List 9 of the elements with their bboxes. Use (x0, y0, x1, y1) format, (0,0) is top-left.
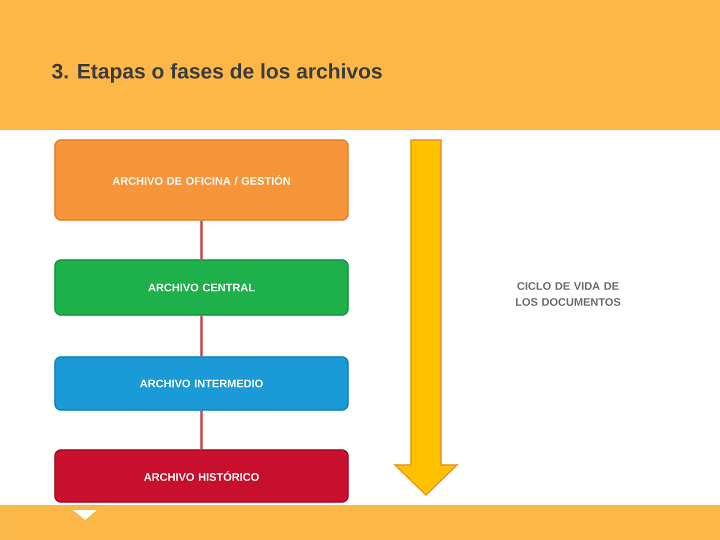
connector-line (200, 220, 203, 260)
stage-box: ARCHIVO HISTÓRICO (54, 449, 349, 503)
stage-box: ARCHIVO CENTRAL (54, 259, 349, 316)
connector-line (200, 316, 203, 356)
connector-line (200, 410, 203, 450)
stage-box: ARCHIVO INTERMEDIO (54, 356, 349, 411)
slide-title: 3. Etapas o fases de los archivos (52, 63, 382, 83)
stage-box: ARCHIVO DE OFICINA / GESTIÓN (54, 139, 349, 221)
cycle-label: CICLO DE VIDA DE LOS DOCUMENTOS (516, 282, 620, 306)
